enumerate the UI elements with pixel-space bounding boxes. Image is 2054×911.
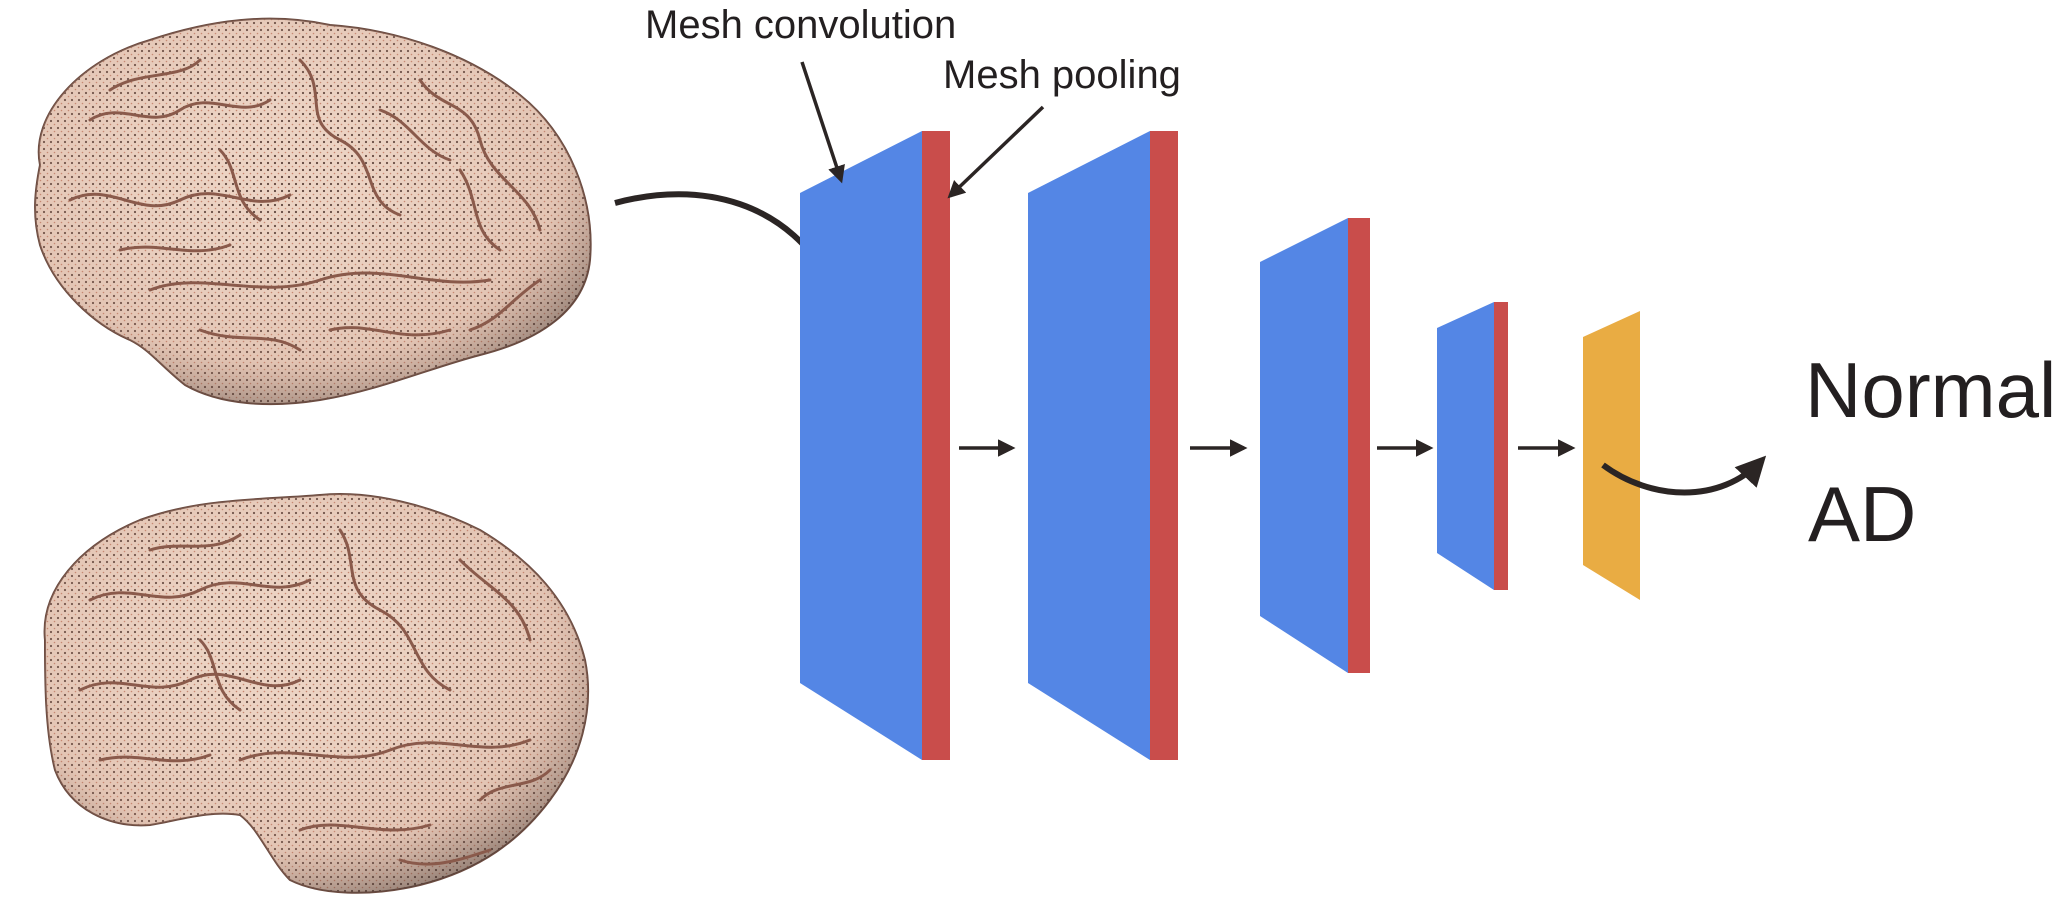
conv-pointer-arrow — [800, 61, 845, 184]
class-label-normal: Normal — [1805, 346, 2054, 434]
output-arrow — [1601, 455, 1767, 496]
pool-pointer-arrow — [947, 105, 1045, 199]
network-block-1 — [800, 131, 950, 760]
conv-layer-4 — [1437, 302, 1494, 590]
pool-layer-2 — [1150, 131, 1178, 760]
pool-label: Mesh pooling — [943, 53, 1181, 97]
conv-layer-3 — [1260, 218, 1348, 673]
brain-mesh-upper-icon — [34, 17, 592, 406]
network-block-2 — [1028, 131, 1178, 760]
network-block-3 — [1260, 218, 1370, 673]
conv-layer-1-front — [800, 131, 922, 760]
brain-mesh-lower-icon — [43, 493, 590, 894]
class-label-ad: AD — [1808, 470, 1916, 558]
fc-layer — [1583, 311, 1640, 600]
conv-label: Mesh convolution — [645, 3, 956, 47]
pool-layer-4 — [1494, 302, 1508, 590]
pool-layer-3 — [1348, 218, 1370, 673]
conv-layer-2 — [1028, 131, 1150, 760]
network-block-4 — [1437, 302, 1508, 590]
conv-layer-1 — [922, 131, 950, 760]
